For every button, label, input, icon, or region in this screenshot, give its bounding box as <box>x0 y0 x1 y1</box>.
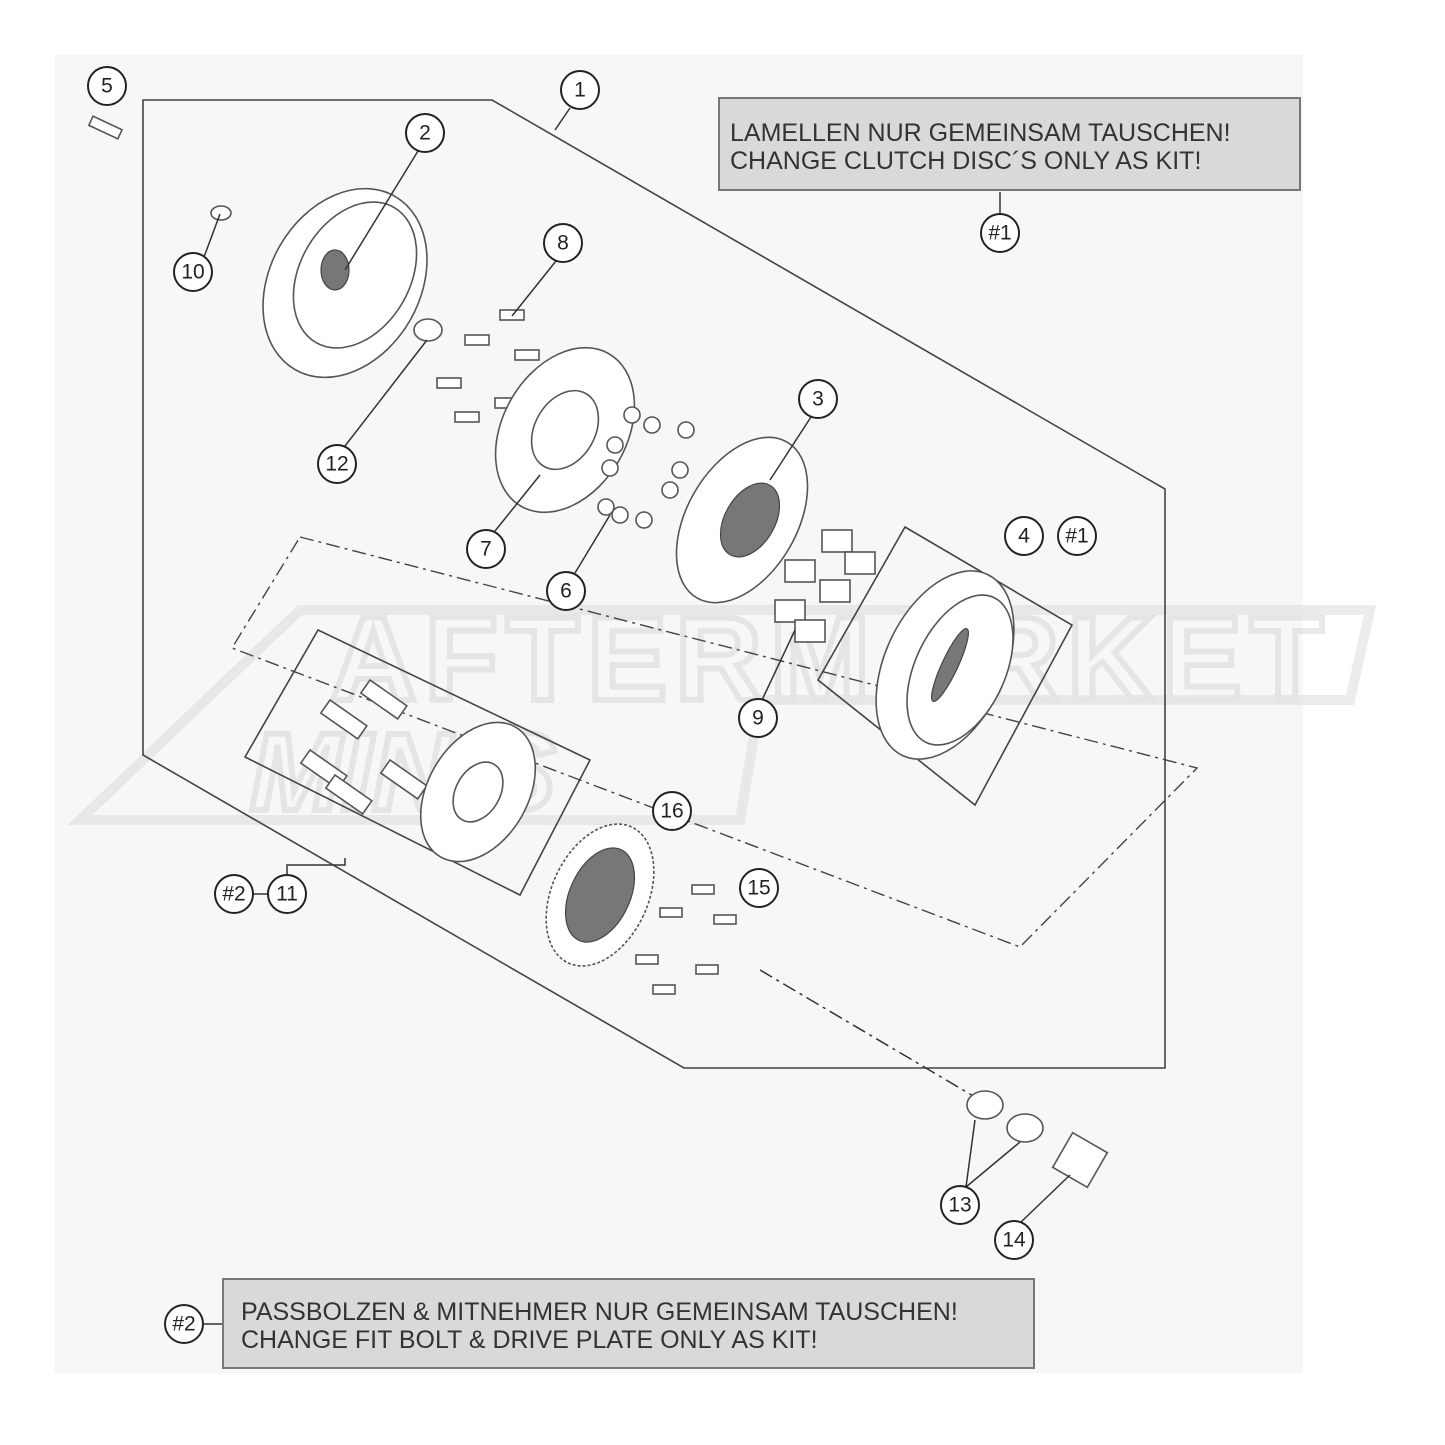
callout-label: #2 <box>222 883 245 906</box>
callout-circle <box>994 1220 1034 1260</box>
leader-lines <box>202 107 1071 1325</box>
callout-15: 15 <box>739 868 779 908</box>
callout-label: 8 <box>557 232 569 255</box>
callout-circle <box>466 529 506 569</box>
callout-12: 12 <box>317 444 357 484</box>
callout-1: 1 <box>560 70 600 110</box>
callout-circle <box>267 874 307 914</box>
callout-5: 5 <box>87 66 127 106</box>
kit-outline-11 <box>243 628 592 897</box>
callout-label: 12 <box>325 453 348 476</box>
callout-kit2: #2 <box>214 874 254 914</box>
clutch-basket <box>262 187 428 379</box>
svg-text:AFTERMARKET: AFTERMARKET <box>330 592 1331 726</box>
drive-plate <box>419 721 537 863</box>
callout-9: 9 <box>738 698 778 738</box>
callout-8: 8 <box>543 223 583 263</box>
callout-circle <box>87 66 127 106</box>
callout-4: 4 <box>1004 516 1044 556</box>
callout-kit2: #2 <box>164 1304 204 1344</box>
callout-circle <box>738 698 778 738</box>
callout-circle <box>546 571 586 611</box>
note-kit2-line1: PASSBOLZEN & MITNEHMER NUR GEMEINSAM TAU… <box>241 1298 958 1326</box>
callout-circle <box>1004 516 1044 556</box>
callout-label: #1 <box>1065 525 1088 548</box>
callout-16: 16 <box>652 791 692 831</box>
callout-label: 9 <box>752 707 764 730</box>
callout-kit1: #1 <box>980 213 1020 253</box>
callout-label: 10 <box>181 261 204 284</box>
kit-outline-1 <box>142 99 1166 1069</box>
callout-label: 11 <box>276 883 298 906</box>
callout-7: 7 <box>466 529 506 569</box>
kit-outline-dashed <box>230 536 1199 948</box>
callout-label: 14 <box>1002 1229 1026 1252</box>
callout-label: 6 <box>560 580 572 603</box>
kit-outline-4 <box>816 525 1074 807</box>
callout-2: 2 <box>405 113 445 153</box>
callout-circle <box>317 444 357 484</box>
pressure-plate-7 <box>494 346 636 514</box>
callout-circle <box>173 252 213 292</box>
callout-circle <box>940 1185 980 1225</box>
callout-circle <box>543 223 583 263</box>
callout-circle <box>560 70 600 110</box>
callout-10: 10 <box>173 252 213 292</box>
callout-circle <box>739 868 779 908</box>
note-kit2-line2: CHANGE FIT BOLT & DRIVE PLATE ONLY AS KI… <box>241 1326 818 1354</box>
callout-circle <box>164 1304 204 1344</box>
gear-16 <box>545 823 655 967</box>
bolt-5 <box>87 115 124 140</box>
callout-label: 4 <box>1018 525 1030 548</box>
callout-label: 5 <box>101 75 113 98</box>
callout-circle <box>405 113 445 153</box>
callout-label: 2 <box>419 122 431 145</box>
callout-13: 13 <box>940 1185 980 1225</box>
clutch-hub-3 <box>675 436 809 604</box>
note-kit1-line2: CHANGE CLUTCH DISC´S ONLY AS KIT! <box>730 147 1202 175</box>
balls-6 <box>597 406 695 529</box>
callout-circle <box>980 213 1020 253</box>
callout-3: 3 <box>798 379 838 419</box>
callout-label: #2 <box>172 1313 195 1336</box>
callout-label: 16 <box>660 800 683 823</box>
callout-11: 11 <box>267 874 307 914</box>
washer-10 <box>210 205 232 221</box>
callout-circle <box>652 791 692 831</box>
callout-circle <box>798 379 838 419</box>
callout-label: 15 <box>747 877 770 900</box>
callout-kit1: #1 <box>1057 516 1097 556</box>
callout-circle <box>214 874 254 914</box>
callout-6: 6 <box>546 571 586 611</box>
bushings-13 <box>966 1090 1044 1143</box>
callout-label: 1 <box>574 79 586 102</box>
note-kit1-line1: LAMELLEN NUR GEMEINSAM TAUSCHEN! <box>730 119 1231 147</box>
callout-label: #1 <box>988 222 1011 245</box>
callout-14: 14 <box>994 1220 1034 1260</box>
clutch-discs-4 <box>875 570 1015 760</box>
fit-bolts-11 <box>299 678 428 816</box>
note-kit1: LAMELLEN NUR GEMEINSAM TAUSCHEN! CHANGE … <box>718 97 1301 191</box>
bolts-15 <box>635 884 737 995</box>
sleeve-14 <box>1051 1131 1109 1189</box>
callout-label: 13 <box>948 1194 971 1217</box>
springs-9 <box>774 529 876 643</box>
note-kit2: PASSBOLZEN & MITNEHMER NUR GEMEINSAM TAU… <box>222 1278 1035 1369</box>
washer-12 <box>413 318 443 342</box>
callout-label: 7 <box>480 538 492 561</box>
callout-label: 3 <box>812 388 824 411</box>
callout-circle <box>1057 516 1097 556</box>
